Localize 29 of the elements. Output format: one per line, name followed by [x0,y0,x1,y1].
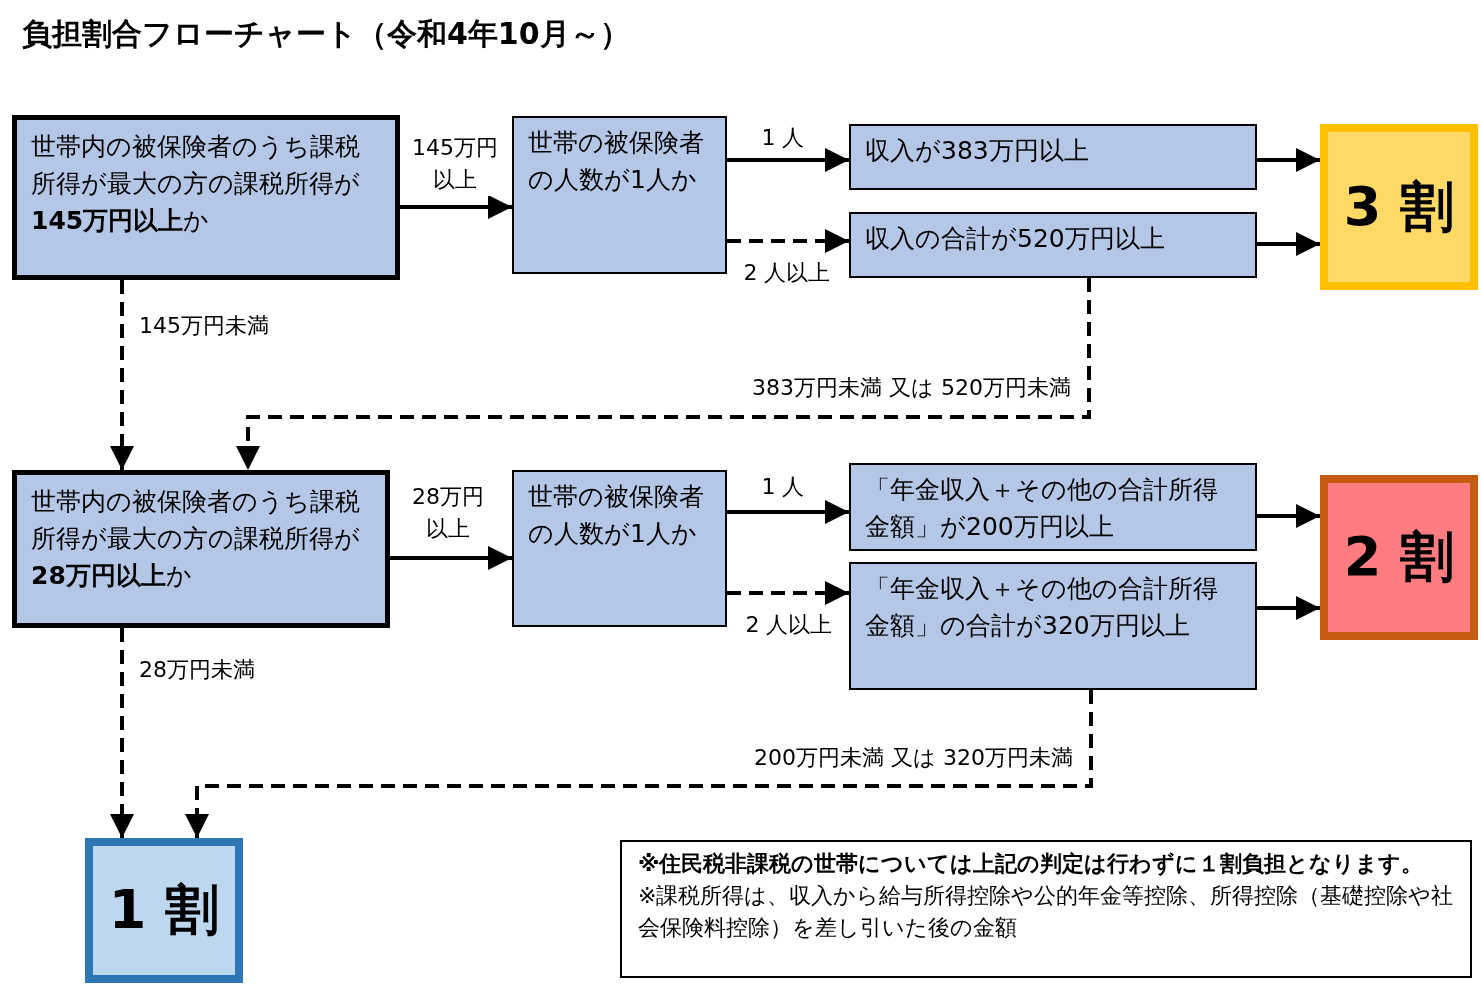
condition-box: 世帯の被保険者の人数が1人か [512,470,727,627]
arrow [727,229,849,253]
note-text: ※住民税非課税の世帯については上記の判定は行わずに１割負担となります。 [638,850,1425,878]
arrow [185,690,1093,838]
arrow [1257,148,1320,172]
condition-box: 収入が383万円以上 [849,124,1257,190]
condition-box: 収入の合計が520万円以上 [849,212,1257,278]
arrow [236,278,1091,470]
arrow [727,500,849,524]
result-box: 1 割 [85,838,243,983]
arrow [110,280,134,470]
arrow [727,148,849,172]
arrow [727,581,849,605]
note-box [620,840,1472,978]
condition-box: 「年金収入＋その他の合計所得金額」が200万円以上 [849,463,1257,551]
arrow [390,546,512,570]
arrow [110,628,134,838]
arrow [1257,232,1320,256]
note-text: ※課税所得は、収入から給与所得控除や公的年金等控除、所得控除（基礎控除や社会保険料控除）を差し引いた後の金額 [638,882,1454,942]
condition-box: 世帯の被保険者の人数が1人か [512,116,727,274]
condition-box: 「年金収入＋その他の合計所得金額」の合計が320万円以上 [849,562,1257,690]
decision-box: 世帯内の被保険者のうち課税所得が最大の方の課税所得が28万円以上か [12,470,390,628]
decision-box: 世帯内の被保険者のうち課税所得が最大の方の課税所得が145万円以上か [12,115,400,280]
arrow [1257,596,1320,620]
result-box: 2 割 [1320,475,1478,640]
arrow [400,195,512,219]
arrow [1257,504,1320,528]
title: 負担割合フローチャート（令和4年10月～） [22,15,630,53]
result-box: 3 割 [1320,124,1478,290]
